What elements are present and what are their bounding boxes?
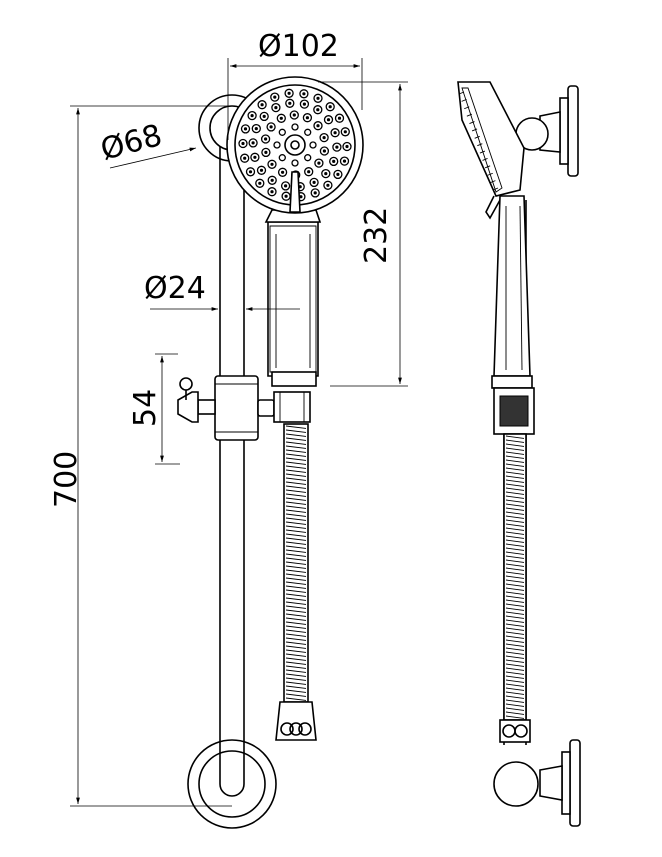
nozzle-hole — [269, 125, 273, 129]
nozzle-hole — [307, 170, 311, 174]
front-view: Ø102 Ø68 Ø24 232 54 — [49, 29, 408, 829]
bottom-wall-flange — [187, 739, 277, 829]
dim-label-rail-length: 700 — [49, 451, 84, 508]
nozzle-hole — [270, 162, 274, 166]
nozzle — [278, 128, 286, 136]
dim-label-rail-diameter: Ø24 — [144, 271, 206, 306]
nozzle-hole — [273, 95, 277, 99]
nozzle-hole — [316, 124, 320, 128]
nozzle-hole — [299, 195, 303, 199]
nozzle-hole — [328, 105, 332, 109]
nozzle-hole — [342, 159, 347, 163]
nozzle — [278, 154, 286, 162]
side-bottom-bracket — [493, 739, 581, 827]
nozzle-hole — [302, 92, 306, 96]
nozzle-hole — [287, 91, 291, 95]
dim-handset-length: 232 — [318, 81, 408, 387]
dim-rail-diameter: Ø24 — [144, 271, 300, 311]
nozzle-hole — [332, 159, 336, 163]
side-hose — [499, 433, 531, 743]
nozzle-hole — [335, 145, 339, 149]
nozzle-hole — [317, 161, 321, 165]
nozzle-hole — [251, 141, 255, 145]
side-view — [457, 81, 581, 827]
nozzle-hole — [324, 172, 328, 176]
nozzle-hole — [241, 141, 245, 146]
nozzle-hole — [260, 103, 264, 107]
nozzle-hole — [316, 108, 320, 112]
dim-slider-height: 54 — [128, 353, 180, 465]
nozzle-hole — [270, 190, 274, 194]
nozzle-hole — [326, 183, 330, 187]
nozzle-hole — [250, 114, 254, 118]
nozzle-hole — [284, 184, 288, 188]
nozzle-hole — [302, 102, 306, 106]
side-slider — [493, 387, 535, 435]
dim-flange-diameter: Ø68 — [97, 118, 197, 169]
nozzle-hole — [270, 178, 274, 182]
nozzle-hole — [284, 194, 288, 198]
side-top-bracket — [515, 85, 579, 177]
nozzle-hole — [337, 116, 342, 120]
dim-label-handset-length: 232 — [359, 207, 394, 264]
nozzle-hole — [281, 170, 285, 174]
nozzle-hole — [258, 181, 262, 185]
shower-hose — [275, 423, 317, 741]
nozzle-hole — [336, 172, 340, 176]
nozzle-hole — [262, 114, 266, 118]
nozzle-hole — [264, 150, 268, 154]
side-handle — [491, 195, 533, 389]
dim-head-diameter: Ø102 — [227, 29, 363, 140]
slider-bracket — [177, 375, 311, 441]
dim-label-flange-diameter: Ø68 — [97, 118, 166, 168]
nozzle — [291, 159, 299, 167]
nozzle-hole — [333, 131, 337, 135]
nozzle-hole — [264, 137, 268, 141]
nozzle-hole — [316, 96, 320, 100]
nozzle-hole — [288, 101, 292, 105]
handset-handle — [264, 209, 322, 387]
nozzle-hole — [343, 130, 347, 134]
nozzle-hole — [305, 116, 309, 120]
nozzle-hole — [345, 144, 349, 149]
shower-head-face — [226, 76, 364, 214]
dim-rail-length: 700 — [49, 105, 232, 807]
nozzle-hole — [322, 149, 326, 153]
nozzle-hole — [292, 113, 296, 117]
nozzle — [273, 141, 281, 149]
dim-label-slider-height: 54 — [128, 389, 163, 427]
nozzle-hole — [259, 168, 264, 172]
nozzle — [304, 128, 312, 136]
nozzle-hole — [274, 106, 278, 110]
nozzle-hole — [279, 116, 283, 120]
nozzle-hole — [248, 170, 253, 174]
nozzle-hole — [326, 118, 331, 122]
nozzle-hole — [243, 156, 247, 160]
nozzle — [291, 123, 299, 131]
nozzle-hole — [254, 127, 258, 131]
nozzle — [304, 154, 312, 162]
nozzle-hole — [313, 191, 317, 195]
nozzle — [309, 141, 317, 149]
dim-label-head-diameter: Ø102 — [258, 29, 339, 64]
nozzle-hole — [243, 127, 248, 131]
slide-rail — [219, 146, 245, 770]
nozzle-hole — [253, 155, 257, 159]
side-shower-head — [457, 81, 525, 220]
nozzle-hole — [312, 180, 316, 184]
nozzle-hole — [322, 136, 326, 140]
